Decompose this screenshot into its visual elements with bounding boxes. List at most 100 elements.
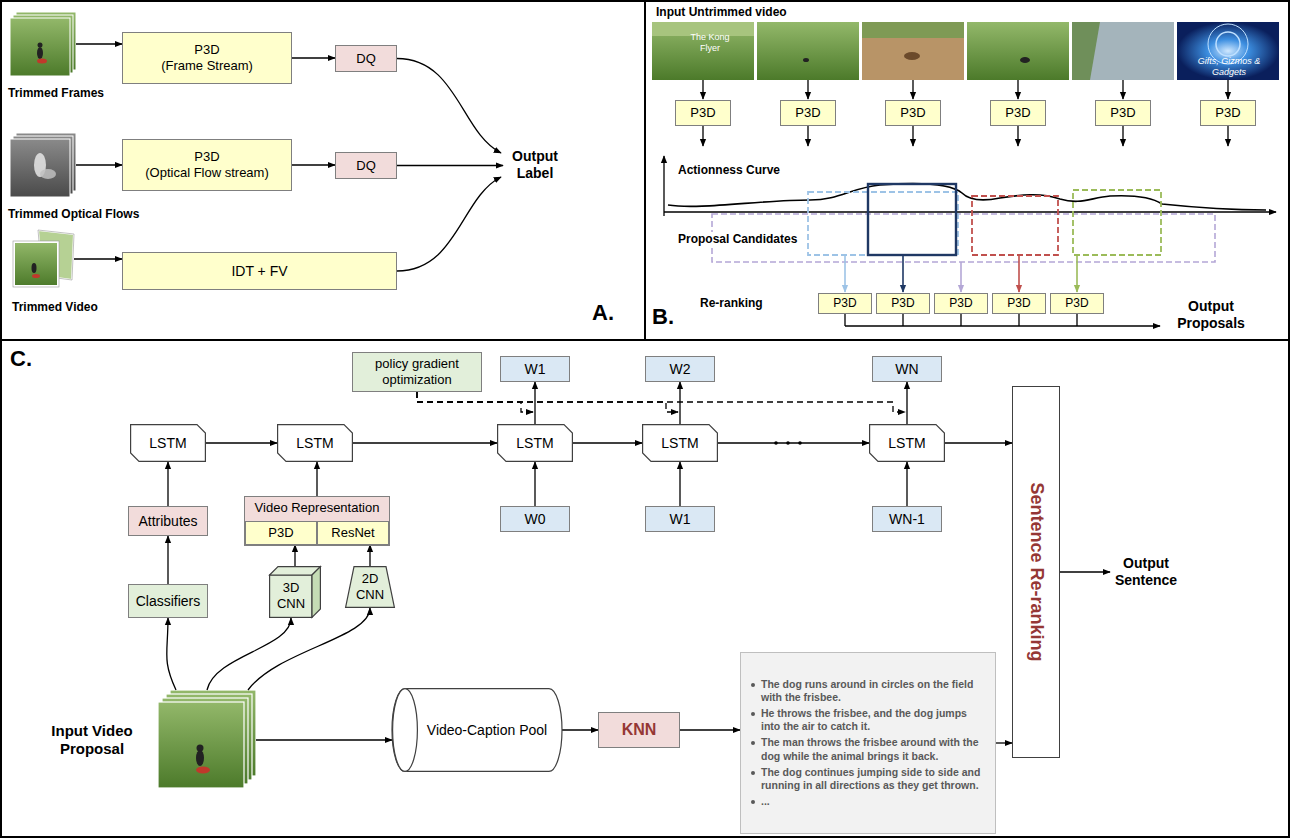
node-text: LSTM — [516, 435, 553, 452]
node-text: LSTM — [661, 435, 698, 452]
process-box: P3D — [675, 100, 731, 126]
arrow — [248, 608, 370, 690]
bullet — [751, 800, 755, 804]
arrow — [945, 442, 1012, 443]
arrow — [256, 739, 392, 740]
node-text: P3D — [194, 149, 219, 165]
node-text: WN-1 — [889, 511, 925, 528]
arrow — [397, 59, 501, 154]
node-text: LSTM — [149, 435, 186, 452]
rerank-box: Sentence Re-ranking — [1012, 386, 1060, 758]
node-text: Trimmed Optical Flows — [8, 207, 139, 221]
node-text: DQ — [356, 51, 376, 67]
node-text: P3D — [900, 105, 925, 121]
arrow — [679, 382, 680, 424]
process-box: W2 — [645, 356, 715, 382]
caption-item: He throws the frisbee, and the dog jumps… — [751, 707, 985, 733]
node-text: IDT + FV — [231, 263, 287, 280]
node-text: P3D — [949, 296, 972, 310]
process-box: ResNet — [317, 521, 389, 545]
node-text: P3D — [1065, 296, 1088, 310]
picture-node: Trimmed Optical Flows — [10, 133, 76, 197]
label: A. — [592, 300, 614, 326]
node-text: P3D — [690, 105, 715, 121]
node-text: WN — [895, 361, 918, 378]
lstm-cell: LSTM — [642, 424, 718, 462]
picture-node: Trimmed Frames — [10, 12, 76, 76]
node-text: P3D — [268, 525, 293, 541]
arrow — [74, 258, 122, 259]
node-text: W2 — [670, 361, 691, 378]
label: The Kong Flyer — [685, 32, 735, 54]
arrow — [207, 618, 291, 690]
lstm-cell: LSTM — [869, 424, 945, 462]
label: Input Untrimmed video — [656, 5, 787, 19]
dashed-arrow — [417, 392, 905, 412]
caption-text: ... — [761, 795, 770, 808]
bullet — [751, 741, 755, 745]
picture-node: Input Video Proposal — [158, 690, 256, 790]
node-text: policy gradient optimization — [357, 356, 477, 387]
frame-arrows — [703, 80, 1228, 146]
process-box: W1 — [645, 506, 715, 532]
process-box: P3D — [780, 100, 836, 126]
node-text: P3D — [1005, 105, 1030, 121]
input-video-picture — [158, 690, 256, 788]
label: Actionness Curve — [676, 163, 782, 177]
process-box: P3D — [1095, 100, 1151, 126]
trimmed-video-picture — [13, 230, 74, 287]
caption-item: The dog continues jumping side to side a… — [751, 766, 985, 792]
node-text: DQ — [356, 158, 376, 174]
node-text: (Optical Flow stream) — [145, 165, 269, 181]
node-text: Trimmed Video — [12, 300, 98, 314]
node-text: P3D — [795, 105, 820, 121]
output-text: Output Sentence — [1110, 552, 1182, 592]
process-box: P3D — [934, 293, 988, 314]
bullet — [751, 712, 755, 716]
process-box: P3D — [990, 100, 1046, 126]
caption-item: The dog runs around in circles on the fi… — [751, 678, 985, 704]
process-box: P3D — [1050, 293, 1104, 314]
node-text: P3D — [891, 296, 914, 310]
node-text: W1 — [525, 361, 546, 378]
trimmed-frames-picture — [10, 12, 76, 76]
caption-list: The dog runs around in circles on the fi… — [740, 652, 996, 834]
lstm-cell: LSTM — [130, 424, 206, 462]
node-text: P3D — [1110, 105, 1135, 121]
bullet — [751, 771, 755, 775]
node-text: P3D — [194, 42, 219, 58]
node-text: 3D CNN — [270, 580, 312, 611]
arrow — [76, 43, 122, 44]
arrow — [679, 462, 680, 506]
arrow — [294, 545, 295, 566]
label: C. — [10, 346, 32, 372]
label: Re-ranking — [700, 296, 763, 310]
caption-text: The dog runs around in circles on the fi… — [761, 678, 985, 704]
lstm-cell: LSTM — [497, 424, 573, 462]
picture-node: Trimmed Video — [14, 228, 74, 290]
arrow — [1060, 571, 1110, 572]
process-box: DQ — [335, 45, 397, 72]
node-text: Output Label — [507, 148, 563, 182]
arrow — [534, 462, 535, 506]
process-box: WN — [872, 356, 942, 382]
process-box: policy gradient optimization — [352, 352, 482, 392]
node-text: KNN — [622, 720, 657, 739]
bullet — [751, 683, 755, 687]
arrow — [167, 462, 168, 506]
process-box: P3D — [1200, 100, 1256, 126]
process-box: P3D — [245, 521, 317, 545]
process-box: P3D(Optical Flow stream) — [122, 139, 292, 191]
arrow — [206, 442, 277, 443]
node-text: LSTM — [296, 435, 333, 452]
node-text: Output Sentence — [1114, 555, 1178, 589]
arrow — [292, 57, 335, 58]
caption-item: ... — [751, 795, 985, 808]
process-box: Classifiers — [128, 584, 208, 618]
arrow — [397, 177, 501, 271]
node-text: LSTM — [888, 435, 925, 452]
process-box: P3D — [818, 293, 872, 314]
node-text: W0 — [525, 511, 546, 528]
caption-text: He throws the frisbee, and the dog jumps… — [761, 707, 985, 733]
arrow — [534, 382, 535, 424]
